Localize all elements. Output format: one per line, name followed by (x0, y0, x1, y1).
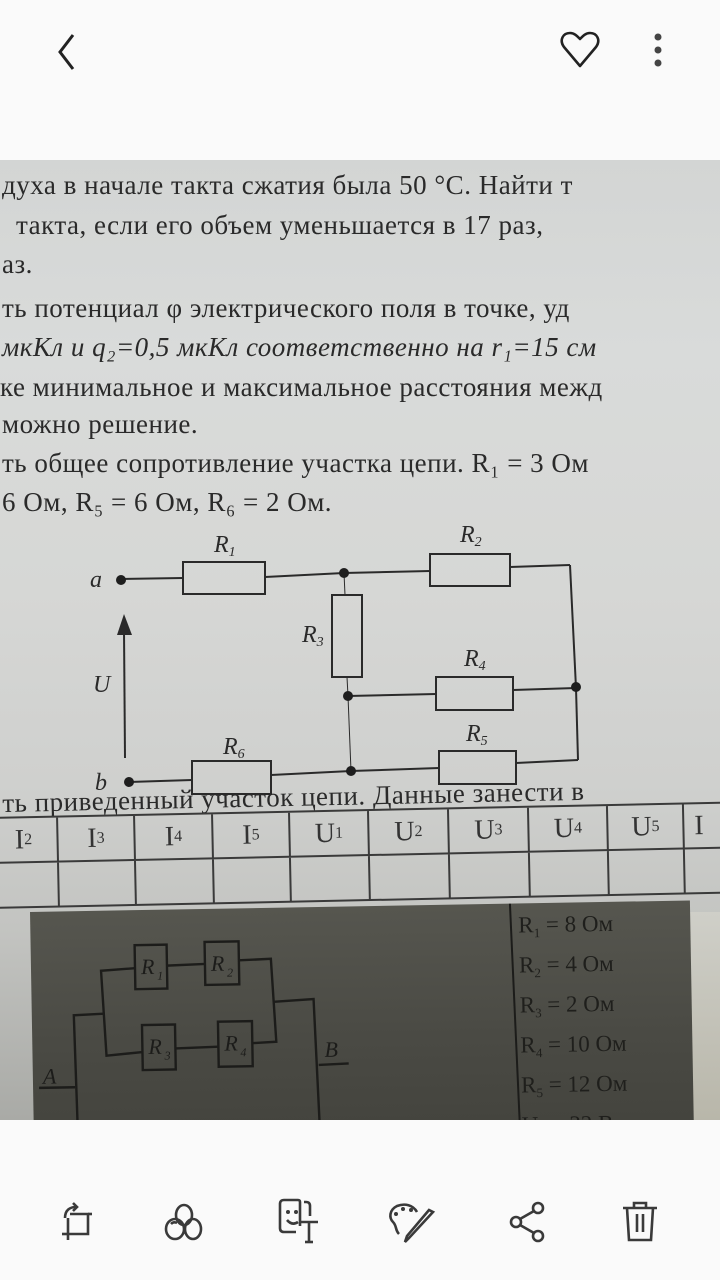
given-value: R4 = 10 Ом (520, 1030, 627, 1061)
delete-icon (623, 1201, 657, 1242)
top-app-bar (0, 0, 720, 100)
node-a-label: a (90, 567, 102, 593)
text-line: можно решение. (2, 409, 199, 439)
table-cell (529, 851, 610, 897)
given-values: R1 = 8 Ом R2 = 4 Ом R3 = 2 Ом R4 = 10 Ом… (518, 908, 628, 1120)
table-cell (213, 857, 292, 904)
filters-button[interactable] (156, 1194, 212, 1250)
text-line: ке минимальное и максимальное расстояния… (0, 372, 603, 402)
heart-outline-icon (560, 31, 600, 68)
given-value: R5 = 12 Ом (520, 1070, 628, 1101)
given-value: U1 = 32 В (522, 1108, 629, 1120)
text-line: ть потенциал φ электрического поля в точ… (2, 293, 570, 323)
delete-button[interactable] (612, 1194, 668, 1250)
svg-text:R4: R4 (463, 646, 486, 674)
filters-icon (164, 1203, 203, 1241)
table-cell (449, 852, 531, 899)
sticker-text-icon (278, 1198, 318, 1244)
share-icon (509, 1201, 545, 1243)
text-line: духа в начале такта сжатия была 50 °С. Н… (2, 170, 573, 200)
chevron-left-icon (58, 34, 75, 70)
crop-rotate-icon (62, 1202, 92, 1240)
svg-text:R: R (210, 951, 225, 976)
voltage-label: U (93, 672, 112, 698)
svg-text:R: R (147, 1034, 162, 1059)
node-B-label: B (324, 1037, 338, 1062)
svg-text:4: 4 (240, 1045, 246, 1059)
sticker-text-button[interactable] (272, 1194, 328, 1250)
given-value: R2 = 4 Ом (518, 950, 614, 981)
text-line: аз. (2, 249, 33, 279)
text-line: ть общее сопротивление участка цепи. R₁ … (2, 448, 590, 478)
palette-draw-icon (389, 1203, 436, 1243)
photo-edge (690, 912, 720, 1120)
table-cell (59, 860, 137, 907)
svg-text:1: 1 (157, 969, 163, 983)
favorite-button[interactable] (550, 20, 610, 80)
svg-text:3: 3 (163, 1049, 170, 1063)
svg-text:R6: R6 (222, 734, 245, 762)
text-line: мкКл и q₂=0,5 мкКл соответственно на r₁=… (2, 332, 597, 362)
table-cell (0, 862, 60, 908)
svg-text:R3: R3 (301, 622, 324, 650)
edit-crop-button[interactable] (48, 1194, 104, 1250)
svg-text:R1: R1 (213, 532, 236, 560)
draw-button[interactable] (384, 1194, 440, 1250)
table-header-cell: I (694, 810, 705, 842)
share-button[interactable] (500, 1194, 556, 1250)
bottom-toolbar (0, 1120, 720, 1280)
table-cell (369, 854, 451, 901)
more-vertical-icon (654, 33, 662, 67)
svg-text:2: 2 (227, 965, 233, 979)
svg-text:R5: R5 (465, 721, 488, 749)
text-line: 6 Ом, R₅ = 6 Ом, R₆ = 2 Ом. (2, 487, 333, 517)
svg-text:R: R (140, 954, 155, 979)
node-A-label: A (41, 1064, 57, 1089)
table-cell (135, 859, 215, 905)
svg-text:R: R (223, 1030, 238, 1055)
given-value: R1 = 8 Ом (518, 910, 614, 941)
back-button[interactable] (40, 22, 96, 78)
svg-text:R2: R2 (459, 522, 482, 550)
circuit-diagram: a b U R1 R2 R3 R4 R5 R6 (90, 522, 581, 796)
given-value: R3 = 2 Ом (519, 990, 615, 1021)
more-options-button[interactable] (640, 20, 676, 80)
text-line: такта, если его объем уменьшается в 17 р… (16, 210, 544, 240)
node-b-label: b (95, 770, 107, 796)
photo-viewer-image[interactable]: духа в начале такта сжатия была 50 °С. Н… (0, 160, 720, 1120)
table-cell (290, 856, 371, 902)
table-cell (608, 849, 686, 896)
